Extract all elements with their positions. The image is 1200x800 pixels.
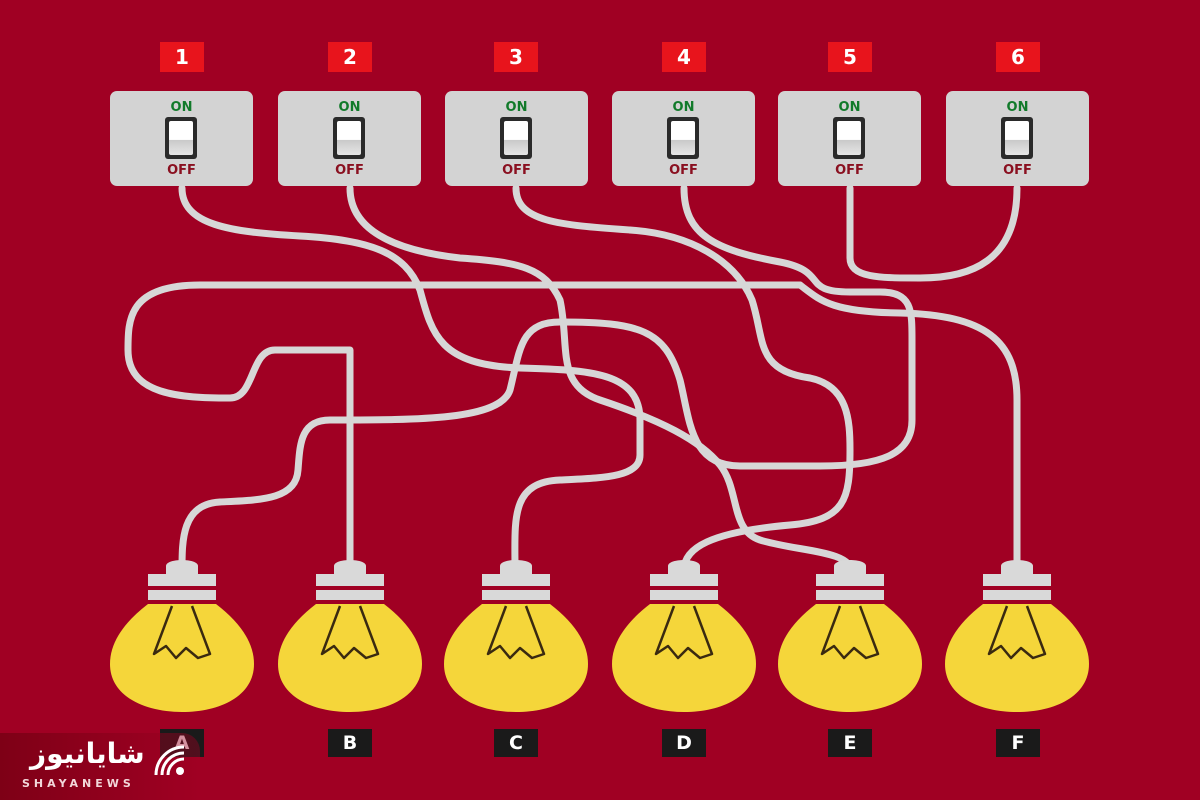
toggle-lever[interactable] <box>833 117 865 159</box>
wire-4 <box>178 184 916 574</box>
light-switch-2[interactable]: ON OFF <box>278 91 421 186</box>
switch-on-label: ON <box>505 100 528 115</box>
switch-off-label: OFF <box>335 163 364 178</box>
toggle-lever[interactable] <box>667 117 699 159</box>
bulb-label-c: C <box>494 729 538 757</box>
light-switch-4[interactable]: ON OFF <box>612 91 755 186</box>
switch-number-badge: 4 <box>662 42 706 72</box>
wire-1 <box>178 184 644 574</box>
switch-off-label: OFF <box>835 163 864 178</box>
toggle-lever[interactable] <box>333 117 365 159</box>
wire-3 <box>512 184 854 574</box>
light-switch-6[interactable]: ON OFF <box>946 91 1089 186</box>
switch-number-badge: 5 <box>828 42 872 72</box>
switch-off-label: OFF <box>669 163 698 178</box>
switch-off-label: OFF <box>167 163 196 178</box>
switch-number-badge: 2 <box>328 42 372 72</box>
bulb-label-d: D <box>662 729 706 757</box>
toggle-lever[interactable] <box>1001 117 1033 159</box>
bulb-label-e: E <box>828 729 872 757</box>
switch-off-label: OFF <box>502 163 531 178</box>
wire-6 <box>124 281 804 574</box>
logo-subtitle: SHAYANEWS <box>22 777 135 790</box>
toggle-lever[interactable] <box>165 117 197 159</box>
switch-number-badge: 6 <box>996 42 1040 72</box>
switch-number-badge: 3 <box>494 42 538 72</box>
switch-on-label: ON <box>672 100 695 115</box>
bulb-label-f: F <box>996 729 1040 757</box>
switch-number-badge: 1 <box>160 42 204 72</box>
light-switch-5[interactable]: ON OFF <box>778 91 921 186</box>
wire-f <box>796 281 1021 574</box>
switch-off-label: OFF <box>1003 163 1032 178</box>
switch-on-label: ON <box>1006 100 1029 115</box>
light-switch-1[interactable]: ON OFF <box>110 91 253 186</box>
wire-2 <box>346 184 856 576</box>
light-switch-3[interactable]: ON OFF <box>445 91 588 186</box>
broadcast-icon <box>154 745 185 776</box>
toggle-lever[interactable] <box>500 117 532 159</box>
wire-5 <box>846 184 1021 282</box>
switch-on-label: ON <box>170 100 193 115</box>
logo-text: شایانیوز <box>30 737 145 770</box>
switch-on-label: ON <box>838 100 861 115</box>
switch-on-label: ON <box>338 100 361 115</box>
bulb-label-b: B <box>328 729 372 757</box>
shayanews-logo: شایانیوز SHAYANEWS <box>0 733 200 800</box>
